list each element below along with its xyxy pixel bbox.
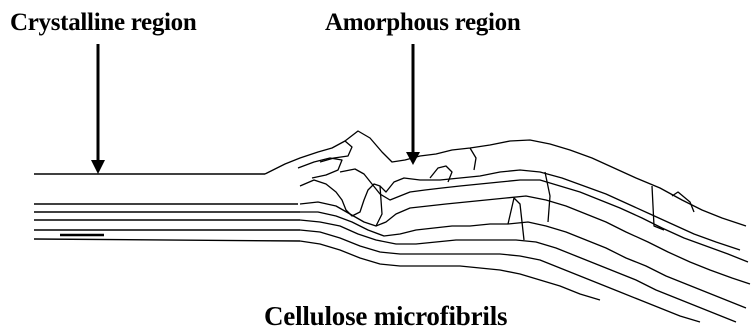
amorphous-fibril bbox=[300, 170, 740, 250]
amorphous-fibril bbox=[672, 192, 694, 212]
amorphous-fibril bbox=[298, 158, 342, 178]
crystalline-fibrils bbox=[34, 174, 300, 241]
crystalline-fibril bbox=[34, 239, 300, 241]
amorphous-fibril bbox=[545, 172, 550, 222]
amorphous-fibrils bbox=[265, 131, 750, 322]
diagram-caption: Cellulose microfibrils bbox=[264, 303, 507, 330]
amorphous-fibril bbox=[340, 169, 748, 262]
amorphous-arrow bbox=[406, 44, 420, 165]
amorphous-fibril bbox=[652, 186, 664, 230]
amorphous-fibril bbox=[300, 241, 600, 300]
amorphous-fibril bbox=[470, 148, 476, 170]
amorphous-fibril bbox=[508, 198, 524, 240]
crystalline-arrow bbox=[91, 44, 105, 174]
amorphous-fibril bbox=[300, 196, 750, 284]
